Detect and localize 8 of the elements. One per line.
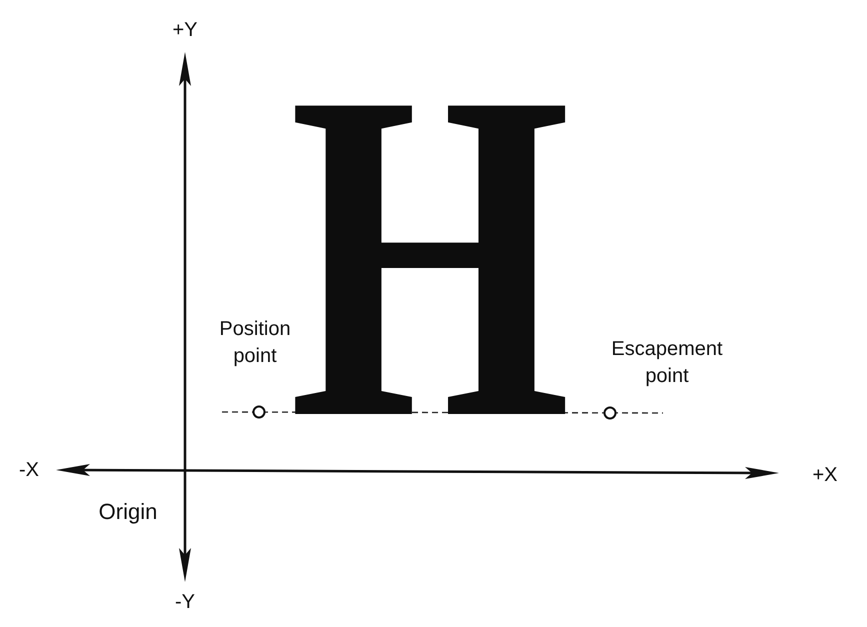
axis-label: +X: [811, 463, 839, 487]
axis-label: -Y: [174, 590, 196, 614]
axis-label: +Y: [171, 18, 199, 42]
glyph-letter: H: [289, 100, 572, 412]
axis-label: -X: [18, 458, 40, 482]
point-label: Escapement point: [610, 337, 724, 389]
point-label: Position point: [218, 317, 292, 369]
origin-label: Origin: [98, 499, 158, 525]
